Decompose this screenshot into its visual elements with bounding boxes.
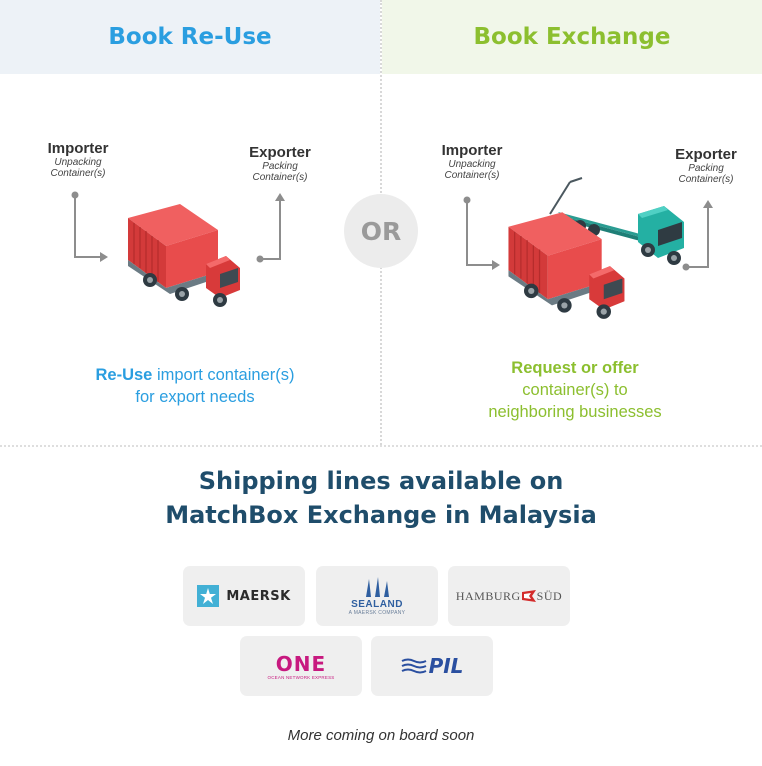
reuse-exporter-label: Exporter Packing Container(s) (249, 144, 311, 183)
pil-wordmark: PIL (428, 654, 464, 678)
sud-wordmark: SÜD (536, 588, 563, 603)
book-exchange-heading: Book Exchange (382, 0, 762, 74)
or-badge: OR (344, 194, 418, 268)
pil-waves-icon (401, 658, 427, 674)
more-coming-note: More coming on board soon (287, 727, 475, 744)
exchange-exporter-label: Exporter Packing Container(s) (675, 146, 737, 185)
pil-logo-card: PIL (371, 636, 493, 696)
section-divider (0, 445, 762, 447)
maersk-logo-card: MAERSK (183, 566, 305, 626)
exchange-flow-arrows-icon (463, 196, 713, 271)
one-logo-card: ONE OCEAN NETWORK EXPRESS (240, 636, 362, 696)
service-options: Book Re-Use Book Exchange Importer Unpac… (0, 0, 762, 445)
exchange-caption: Request or offer container(s) to neighbo… (488, 359, 662, 421)
hamburg-sud-logo-card: HAMBURG SÜD (448, 566, 570, 626)
shipping-lines-title: Shipping lines available on MatchBox Exc… (165, 467, 597, 529)
maersk-wordmark: MAERSK (226, 588, 291, 604)
sealand-tagline: A MAERSK COMPANY (348, 609, 406, 616)
book-reuse-heading: Book Re-Use (0, 0, 380, 74)
reuse-flow-arrows-icon (71, 191, 285, 263)
maersk-star-icon (197, 585, 220, 607)
sealand-sails-icon (366, 576, 389, 597)
sealand-wordmark: SEALAND (351, 598, 403, 610)
exchange-importer-label: Importer Unpacking Container(s) (441, 142, 503, 181)
container-truck-icon (128, 204, 240, 307)
container-truck-icon (508, 212, 625, 319)
reuse-importer-label: Importer Unpacking Container(s) (47, 140, 109, 179)
one-wordmark: ONE (275, 651, 327, 676)
hamburg-wordmark: HAMBURG (455, 588, 521, 603)
one-tagline: OCEAN NETWORK EXPRESS (267, 674, 335, 680)
hamburg-sud-flag-icon (521, 590, 536, 602)
sealand-logo-card: SEALAND A MAERSK COMPANY (316, 566, 438, 626)
reuse-caption: Re-Use import container(s) for export ne… (95, 366, 295, 406)
